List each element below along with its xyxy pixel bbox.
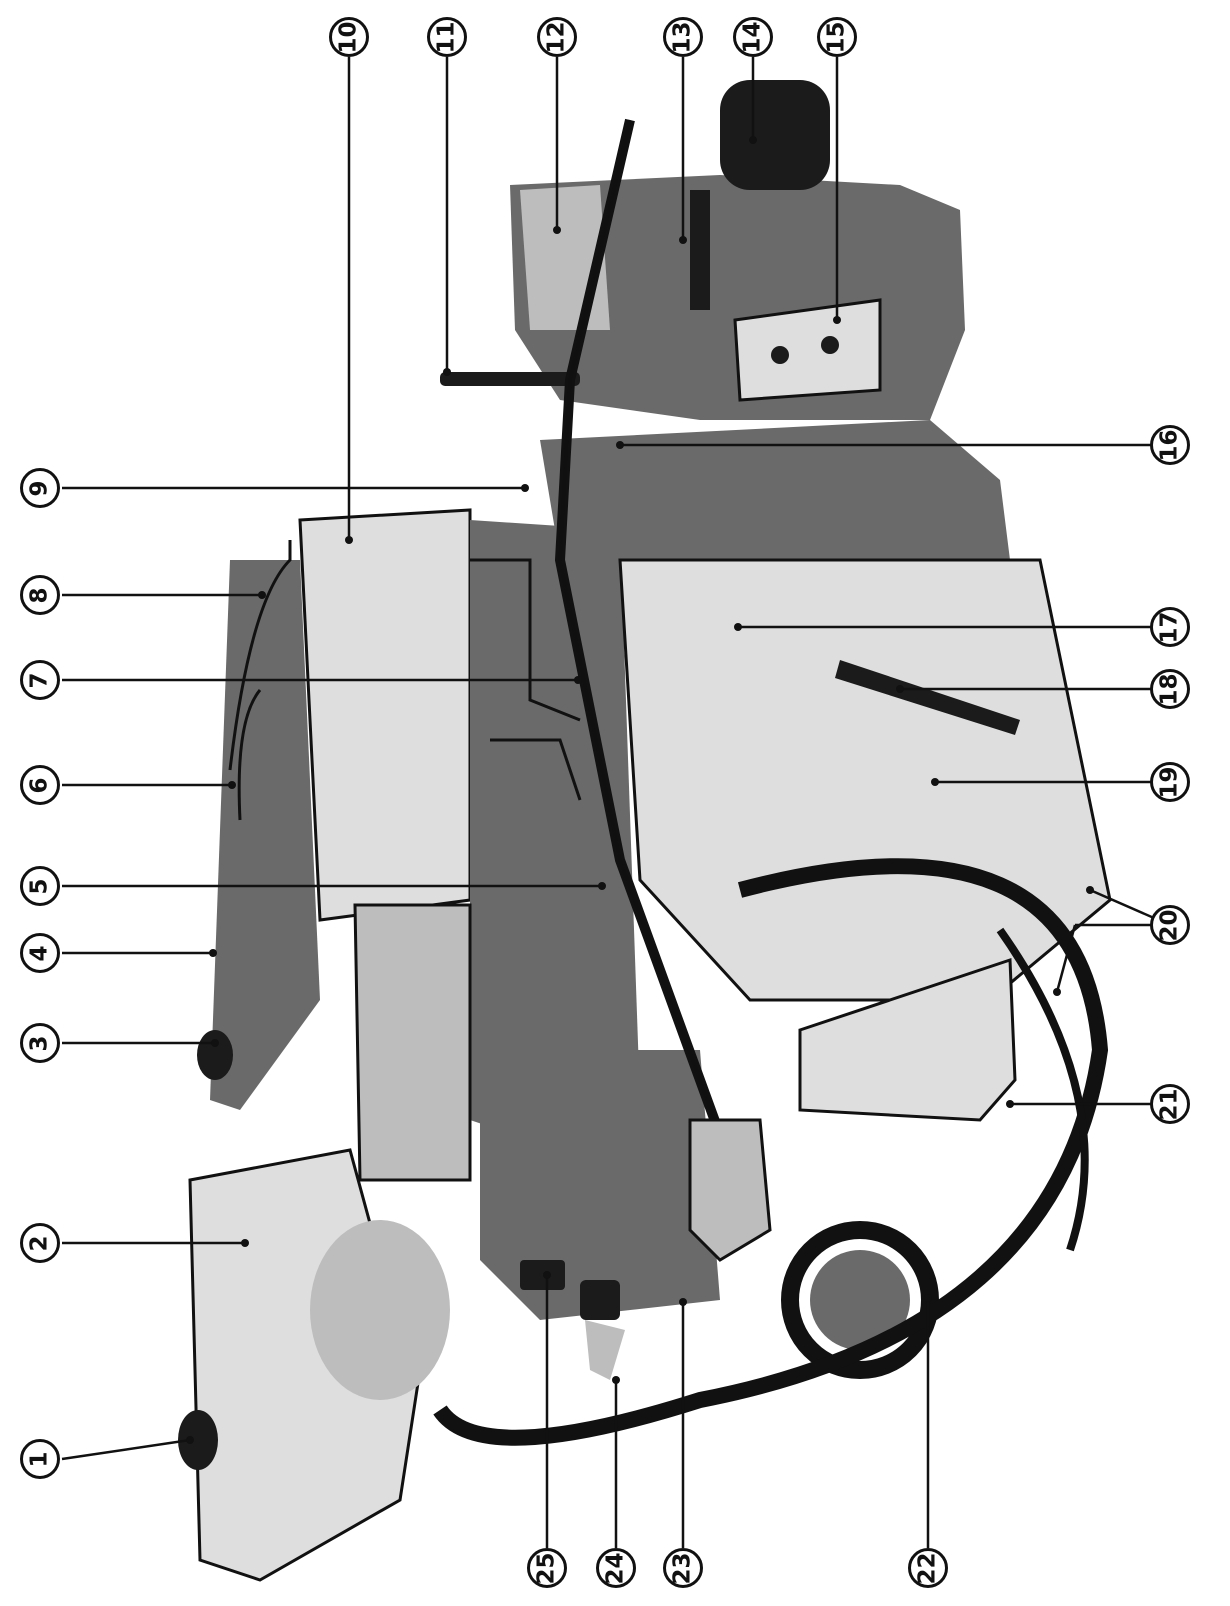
callout-20: 20 — [1150, 905, 1190, 945]
callout-16-label: 16 — [1156, 428, 1183, 462]
callout-7-label: 7 — [26, 671, 53, 689]
callout-1: 1 — [20, 1439, 60, 1479]
callout-10: 10 — [329, 17, 369, 57]
callout-4: 4 — [20, 933, 60, 973]
callout-17-label: 17 — [1156, 610, 1183, 644]
callout-19-label: 19 — [1156, 765, 1183, 799]
callout-21-label: 21 — [1156, 1087, 1183, 1121]
callout-1-label: 1 — [26, 1450, 53, 1468]
callout-5: 5 — [20, 866, 60, 906]
callout-10-label: 10 — [335, 20, 362, 54]
callout-6: 6 — [20, 765, 60, 805]
callout-25-label: 25 — [533, 1551, 560, 1585]
callout-13-label: 13 — [669, 20, 696, 54]
callout-5-label: 5 — [26, 877, 53, 895]
callout-18: 18 — [1150, 669, 1190, 709]
callout-15-label: 15 — [823, 20, 850, 54]
callout-6-label: 6 — [26, 776, 53, 794]
callout-19: 19 — [1150, 762, 1190, 802]
callout-25: 25 — [527, 1548, 567, 1588]
callout-9: 9 — [20, 468, 60, 508]
callout-21: 21 — [1150, 1084, 1190, 1124]
callout-3-label: 3 — [26, 1034, 53, 1052]
callout-23-label: 23 — [669, 1551, 696, 1585]
callout-22-label: 22 — [914, 1551, 941, 1585]
callout-13: 13 — [663, 17, 703, 57]
callout-15: 15 — [817, 17, 857, 57]
callout-7: 7 — [20, 660, 60, 700]
callout-3: 3 — [20, 1023, 60, 1063]
leader-lines — [61, 57, 1170, 1548]
callout-23: 23 — [663, 1548, 703, 1588]
callout-22: 22 — [908, 1548, 948, 1588]
callout-11: 11 — [427, 17, 467, 57]
callout-8-label: 8 — [26, 586, 53, 604]
callout-24: 24 — [596, 1548, 636, 1588]
callout-8: 8 — [20, 575, 60, 615]
callout-14-label: 14 — [739, 20, 766, 54]
callout-24-label: 24 — [602, 1551, 629, 1585]
callout-9-label: 9 — [26, 479, 53, 497]
callout-12: 12 — [537, 17, 577, 57]
callout-20-label: 20 — [1156, 908, 1183, 942]
callout-12-label: 12 — [543, 20, 570, 54]
callout-4-label: 4 — [26, 944, 53, 962]
callout-16: 16 — [1150, 425, 1190, 465]
callout-11-label: 11 — [433, 20, 460, 54]
callout-2: 2 — [20, 1223, 60, 1263]
leader-dots — [186, 136, 1094, 1444]
callout-17: 17 — [1150, 607, 1190, 647]
callout-18-label: 18 — [1156, 672, 1183, 706]
callout-14: 14 — [733, 17, 773, 57]
callout-2-label: 2 — [26, 1234, 53, 1252]
